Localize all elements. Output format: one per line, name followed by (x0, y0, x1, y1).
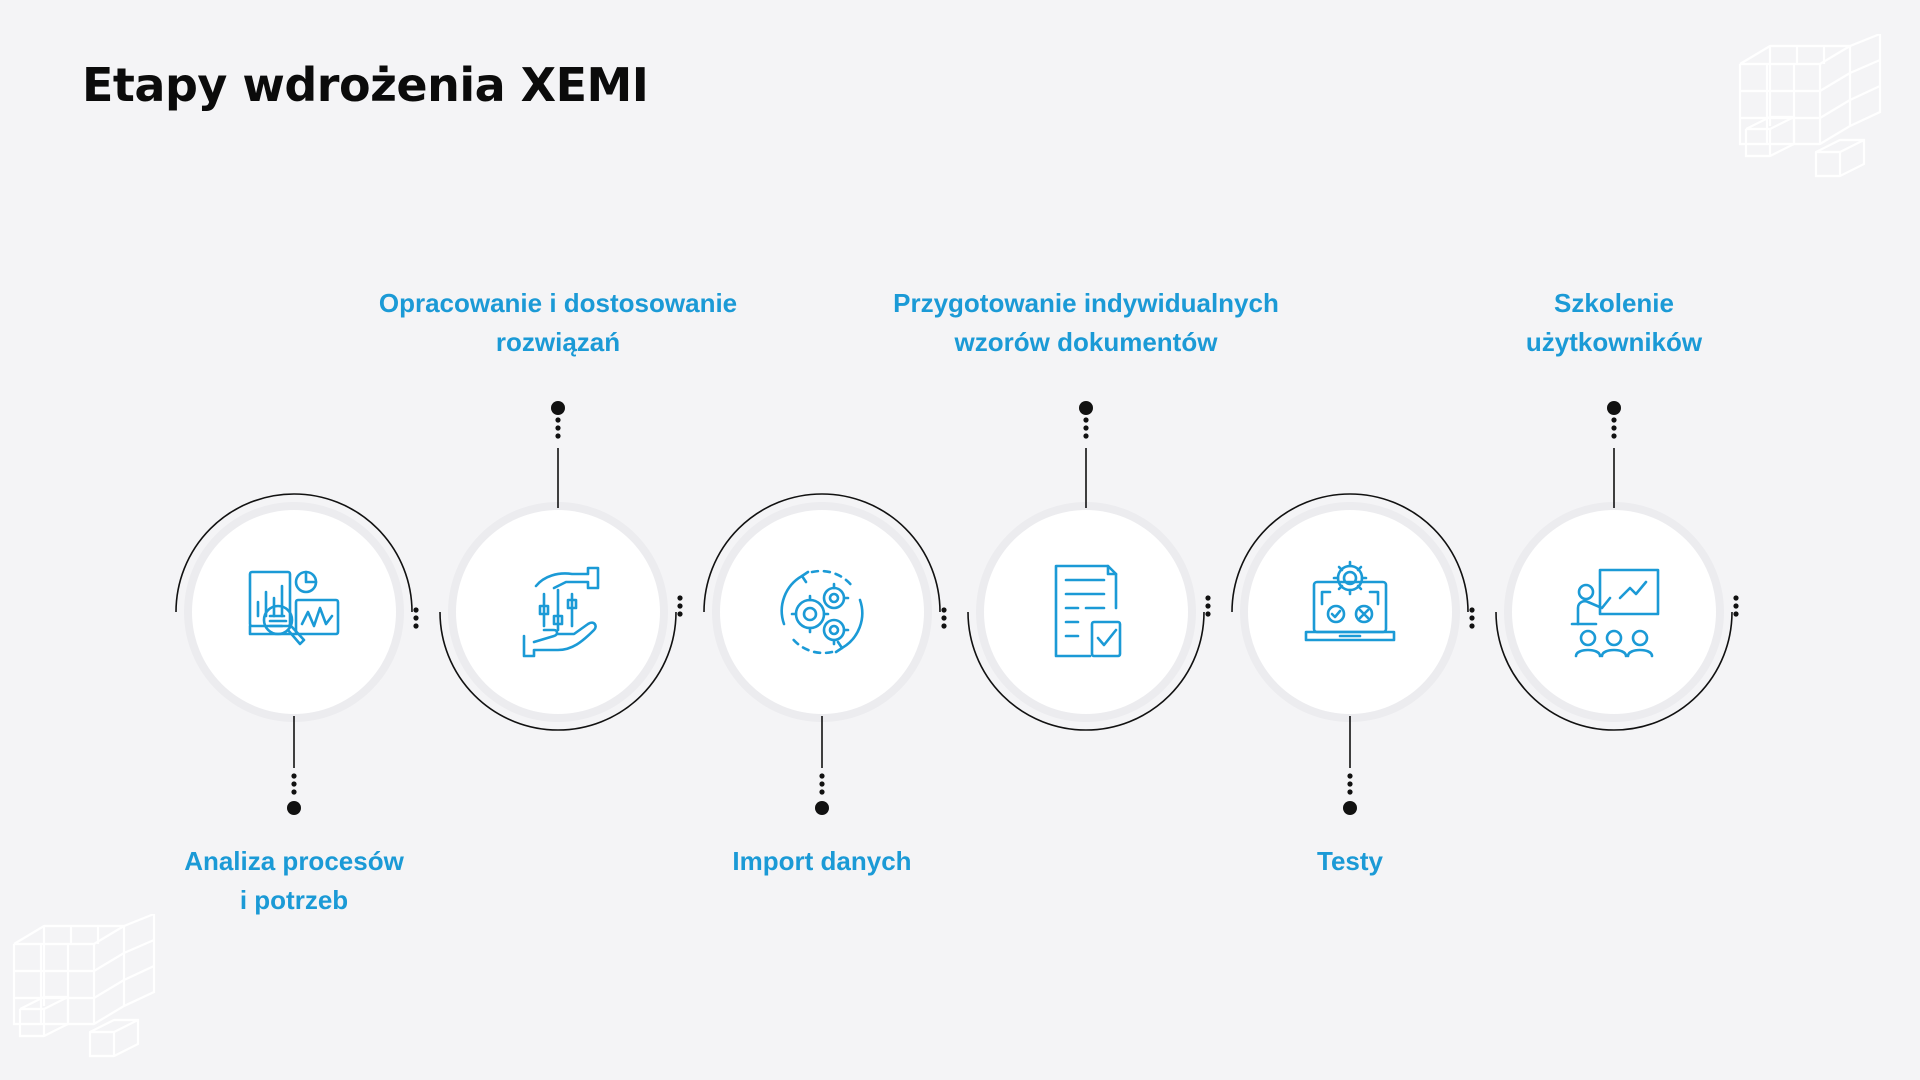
step-node (703, 493, 941, 815)
ring-arc (175, 493, 413, 613)
ring-dots (1733, 595, 1739, 601)
ring-arc (967, 611, 1205, 731)
ring-dots (1205, 595, 1211, 601)
connector-dots (291, 773, 297, 779)
ring-dots (941, 615, 947, 621)
step-node (967, 401, 1205, 731)
connector-end-dot (551, 401, 565, 415)
step-label-line: Import danych (732, 846, 912, 876)
step-label: Opracowanie i dostosowanie rozwiązań (338, 284, 778, 362)
analytics-magnifier-icon (248, 570, 340, 646)
ring-arc (1231, 493, 1469, 613)
ring-dots (1733, 603, 1739, 609)
connector-dots (555, 417, 561, 423)
step-label-line: i potrzeb (239, 885, 349, 915)
step-label-line: Szkolenie (1554, 288, 1674, 318)
ring-dots (1469, 615, 1475, 621)
connector-dots (291, 789, 297, 795)
ring-dots (1469, 607, 1475, 613)
connector-end-dot (287, 801, 301, 815)
step-label-line: Opracowanie i dostosowanie (378, 288, 738, 318)
connector-dots (291, 781, 297, 787)
step-label-line: Analiza procesów (184, 846, 404, 876)
connector-dots (1083, 433, 1089, 439)
step-circle (720, 510, 924, 714)
ring-dots (413, 623, 419, 629)
connector-dots (819, 773, 825, 779)
step-label-line: użytkowników (1525, 327, 1703, 357)
step-node (1231, 493, 1469, 815)
step-node (439, 401, 677, 731)
connector-dots (1611, 425, 1617, 431)
ring-dots (677, 611, 683, 617)
ring-dots (413, 615, 419, 621)
step-circle (984, 510, 1188, 714)
step-circle (1248, 510, 1452, 714)
connector-dots (1347, 789, 1353, 795)
step-label-line: wzorów dokumentów (954, 327, 1218, 357)
presentation-training-icon (1570, 568, 1660, 658)
connector-dots (819, 789, 825, 795)
step-circle (192, 510, 396, 714)
ring-dots (941, 623, 947, 629)
ring-arc (703, 493, 941, 613)
ring-arc (439, 611, 677, 731)
connector-dots (1611, 433, 1617, 439)
connector-dots (1347, 773, 1353, 779)
laptop-testing-icon (1304, 560, 1396, 642)
step-label-line: Przygotowanie indywidualnych (893, 288, 1279, 318)
connector-end-dot (815, 801, 829, 815)
hands-sliders-icon (522, 566, 600, 658)
connector-dots (1083, 425, 1089, 431)
connector-dots (1347, 781, 1353, 787)
connector-end-dot (1079, 401, 1093, 415)
step-node (175, 493, 413, 815)
cube-grid-decoration (1738, 34, 1882, 178)
ring-dots (677, 603, 683, 609)
step-node (1495, 401, 1733, 731)
document-check-icon (1054, 564, 1122, 658)
step-label: Import danych (602, 842, 1042, 881)
connector-end-dot (1607, 401, 1621, 415)
ring-dots (677, 595, 683, 601)
step-circle (1512, 510, 1716, 714)
connector-dots (819, 781, 825, 787)
connector-dots (555, 433, 561, 439)
cube-grid-decoration (12, 914, 156, 1058)
step-label: Testy (1130, 842, 1570, 881)
ring-dots (1733, 611, 1739, 617)
ring-arc (1495, 611, 1733, 731)
connector-dots (1611, 417, 1617, 423)
ring-dots (1205, 611, 1211, 617)
ring-dots (413, 607, 419, 613)
step-label-line: rozwiązań (495, 327, 621, 357)
connector-dots (1083, 417, 1089, 423)
connector-end-dot (1343, 801, 1357, 815)
gears-cycle-icon (780, 569, 864, 655)
ring-dots (1469, 623, 1475, 629)
step-label-line: Testy (1317, 846, 1383, 876)
page-title: Etapy wdrożenia XEMI (82, 58, 649, 112)
connector-dots (555, 425, 561, 431)
ring-dots (941, 607, 947, 613)
step-label: Przygotowanie indywidualnych wzorów dokum… (866, 284, 1306, 362)
step-label: Analiza procesów i potrzeb (74, 842, 514, 920)
step-label: Szkolenie użytkowników (1394, 284, 1834, 362)
ring-dots (1205, 603, 1211, 609)
